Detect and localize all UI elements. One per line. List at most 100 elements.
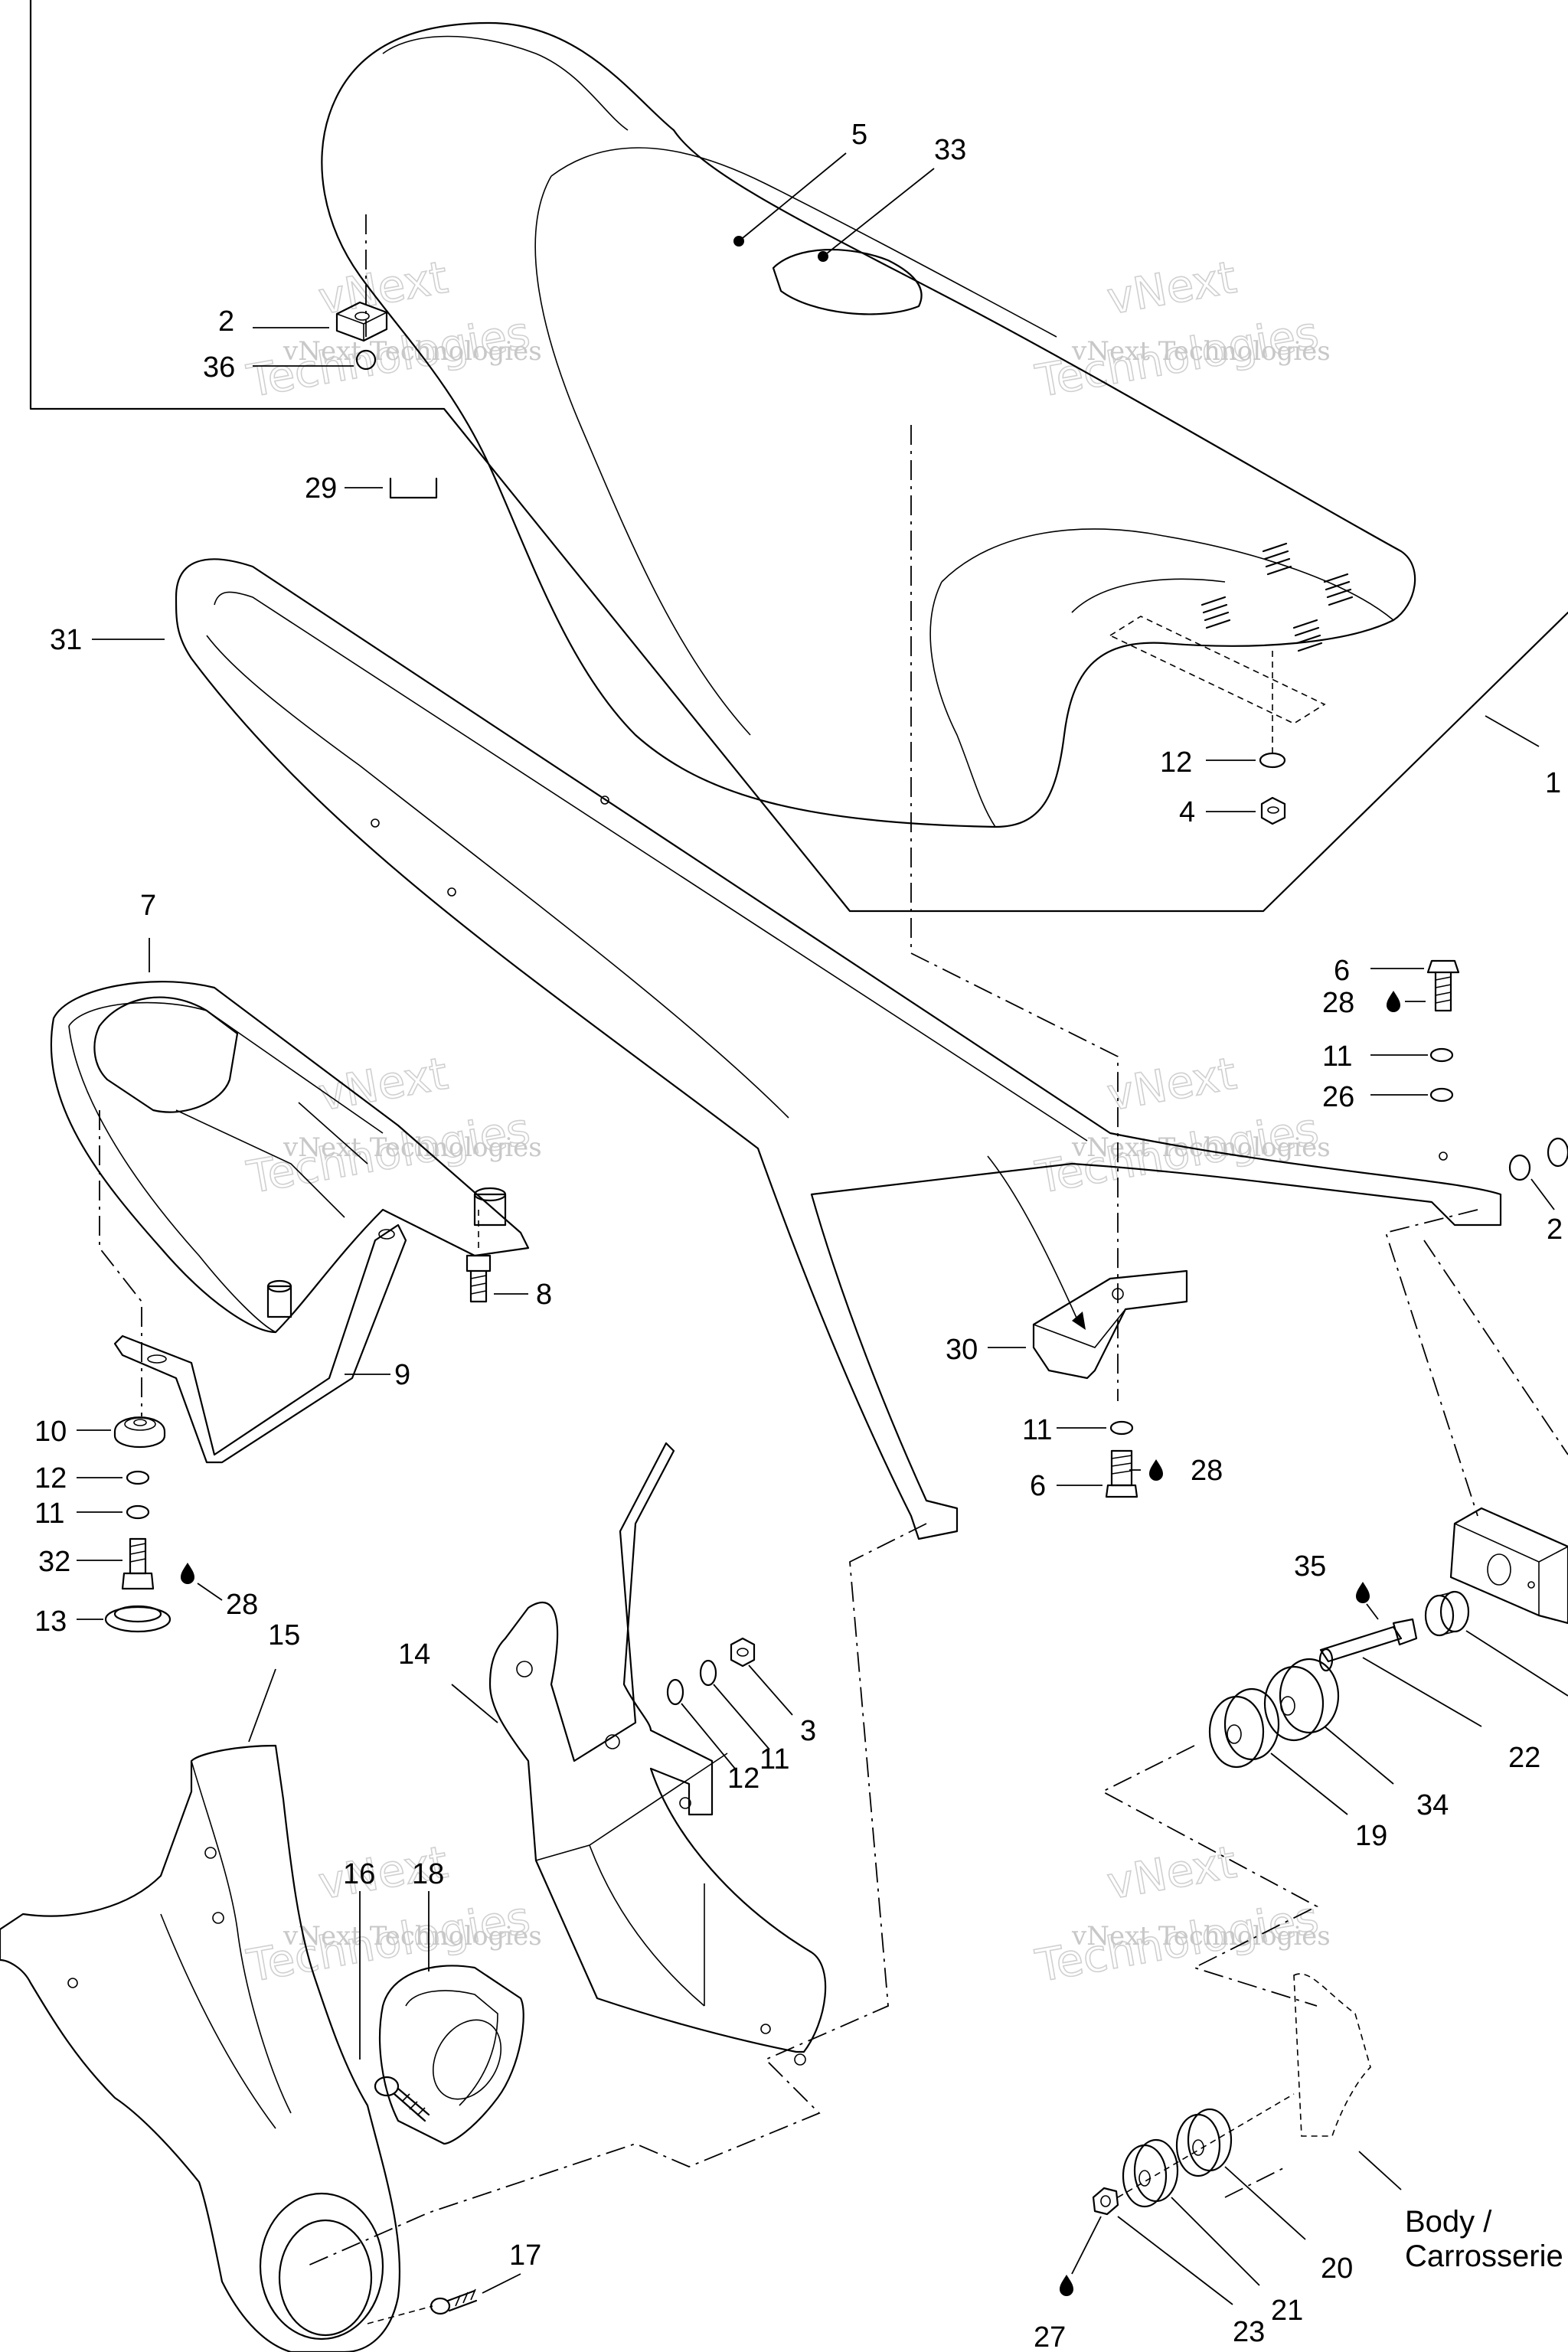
dash-line-right [1384, 1209, 1478, 1517]
seat-studs [1200, 542, 1354, 652]
callout-31: 31 [50, 624, 82, 656]
washer-12-left [126, 1470, 150, 1485]
leader-17 [482, 2273, 521, 2294]
callout-22: 22 [1508, 1742, 1540, 1774]
dash-line-rubber-mount [1101, 1745, 1318, 2007]
nut-23 [1092, 2187, 1119, 2216]
watermark-5: vNext Technologies vNext Technologies [243, 1835, 542, 1993]
watermark-small: vNext Technologies [1071, 1132, 1331, 1163]
oil-drop-icon [181, 1563, 194, 1584]
callout-32: 32 [38, 1546, 70, 1578]
screw-17 [430, 2288, 478, 2315]
body-label: Body / Carrosserie [1405, 2205, 1563, 2273]
watermark-big-a: vNext [315, 1047, 452, 1121]
oil-drop-icon [1060, 2275, 1073, 2296]
nut-3 [730, 1637, 756, 1668]
washer-12-seat [1259, 752, 1286, 769]
callout-13: 13 [34, 1606, 67, 1638]
callout-16: 16 [343, 1858, 375, 1890]
leader-1 [1485, 715, 1540, 747]
watermark-big-a: vNext [1103, 251, 1240, 325]
ring-13 [104, 1605, 172, 1633]
callout-labels: 5 33 2 36 29 31 1 12 4 7 6 28 11 26 8 9 … [34, 119, 1563, 2352]
callout-2-right: 2 [1547, 1214, 1563, 1246]
dash-line-body [1423, 1240, 1568, 1455]
washer-11-right [699, 1659, 717, 1687]
callout-4: 4 [1179, 796, 1195, 828]
bracket-30 [987, 1155, 1188, 1380]
dash-line-seat-to-bracket [910, 425, 1119, 1401]
dash-screw-17 [367, 2305, 433, 2324]
leader-14 [451, 1684, 498, 1723]
leader-11d [713, 1684, 770, 1750]
dash-body-mount-axis [1117, 2093, 1295, 2198]
leader-21 [1171, 2197, 1260, 2286]
watermark-small: vNext Technologies [283, 1921, 542, 1952]
callout-17: 17 [509, 2239, 541, 2272]
callout-30: 30 [946, 1334, 978, 1366]
leader-2c [1465, 1630, 1568, 1697]
callout-18: 18 [412, 1858, 444, 1890]
callout-8: 8 [536, 1279, 552, 1311]
leader-33 [822, 168, 935, 257]
dash-line-bar-end [305, 1523, 927, 2267]
callout-6-lower: 6 [1030, 1470, 1046, 1502]
callout-23: 23 [1233, 2316, 1265, 2348]
watermark-big-a: vNext [1103, 1836, 1240, 1909]
callout-11-upper: 11 [1322, 1040, 1352, 1073]
callout-19: 19 [1355, 1820, 1387, 1852]
pin-22 [1318, 1618, 1418, 1672]
callout-12-seat: 12 [1160, 746, 1192, 779]
watermark-small: vNext Technologies [1071, 336, 1331, 367]
callout-7: 7 [140, 890, 156, 922]
callout-27: 27 [1034, 2321, 1066, 2352]
washers-far-right [1508, 1137, 1568, 1181]
oil-drop-icon [1149, 1459, 1163, 1481]
leader-3 [748, 1664, 793, 1716]
watermark-small: vNext Technologies [283, 336, 542, 367]
leader-19 [1270, 1753, 1348, 1815]
callout-26: 26 [1322, 1081, 1354, 1113]
callout-3: 3 [800, 1715, 816, 1747]
frame-border-item-1 [29, 0, 1568, 913]
clip-29 [389, 477, 438, 499]
body-panel [1293, 1973, 1371, 2137]
callout-6-upper: 6 [1334, 955, 1350, 987]
callout-10: 10 [34, 1416, 67, 1448]
nut-36 [355, 349, 377, 371]
bolt-32 [121, 1537, 155, 1590]
callout-2: 2 [218, 305, 234, 338]
grab-bar [175, 558, 1502, 1540]
callout-34: 34 [1416, 1789, 1449, 1821]
seat [321, 21, 1416, 828]
callout-36: 36 [203, 351, 235, 384]
watermark-group: vNext Technologies vNext Technologies vN… [243, 250, 1331, 1993]
washer-11-left [126, 1504, 150, 1520]
leader-28b [197, 1583, 223, 1601]
oil-drop-icon [1356, 1582, 1370, 1603]
bolt-6-upper [1426, 959, 1460, 1012]
rubber-mount-19 [1208, 1687, 1280, 1769]
oil-drop-icon [1387, 991, 1400, 1012]
callout-20: 20 [1321, 2252, 1353, 2285]
callout-28-upper: 28 [1322, 987, 1354, 1019]
washer-11-upper [1429, 1047, 1454, 1063]
leader-2b [1530, 1178, 1555, 1210]
watermark-4: vNext Technologies vNext Technologies [1031, 1047, 1331, 1204]
callout-9: 9 [394, 1359, 410, 1391]
body-label-line2: Carrosserie [1405, 2239, 1563, 2273]
grommet-10 [113, 1416, 166, 1448]
callout-11-left: 11 [34, 1498, 64, 1530]
dash-line-body-mount [1224, 2166, 1287, 2198]
callout-11-right: 11 [760, 1743, 789, 1775]
washer-11-lower [1109, 1420, 1134, 1436]
callout-21: 21 [1271, 2295, 1303, 2327]
rubber-block [1449, 1507, 1568, 1625]
leader-34 [1324, 1726, 1394, 1785]
leader-22 [1362, 1657, 1482, 1727]
leader-body [1358, 2151, 1402, 2190]
fender-15 [0, 1744, 401, 2352]
watermark-6: vNext Technologies vNext Technologies [1031, 1835, 1331, 1993]
callout-15: 15 [268, 1619, 300, 1651]
